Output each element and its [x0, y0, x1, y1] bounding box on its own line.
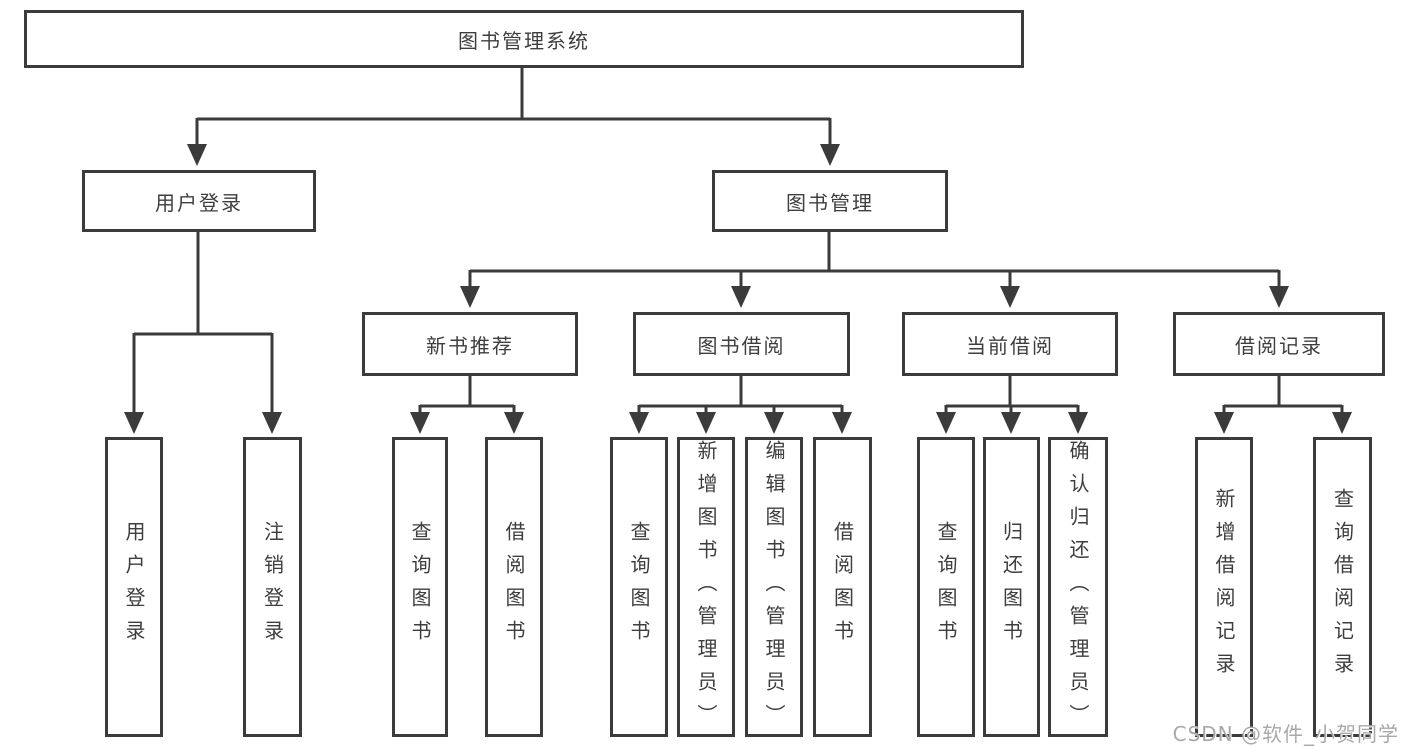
arrowhead-icon [764, 412, 784, 434]
connector-userlogin-to-leaves [124, 232, 282, 434]
arrowhead-icon [1000, 286, 1020, 308]
arrowhead-icon [1269, 286, 1289, 308]
leaf-user-logout: 注销登录 [243, 437, 302, 737]
node-book-borrow: 图书借阅 [633, 312, 850, 376]
leaf-recommend-borrow-book: 借阅图书 [485, 437, 543, 737]
arrowhead-icon [629, 412, 649, 434]
arrowhead-icon [187, 144, 207, 166]
connector-records-to-leaves [1214, 376, 1352, 434]
connector-recommend-to-leaves [410, 376, 524, 434]
leaf-borrow-add-book-admin: 新增图书（管理员） [677, 437, 735, 737]
leaf-records-query-record: 查询借阅记录 [1313, 437, 1372, 737]
node-root-system: 图书管理系统 [24, 10, 1024, 68]
node-new-book-recommend: 新书推荐 [362, 312, 578, 376]
leaf-borrow-edit-book-admin: 编辑图书（管理员） [745, 437, 803, 737]
arrowhead-icon [460, 286, 480, 308]
csdn-watermark: CSDN @软件_小贺同学 [1172, 722, 1399, 746]
arrowhead-icon [820, 144, 840, 166]
arrowhead-icon [1001, 412, 1021, 434]
arrowhead-icon [124, 412, 144, 434]
connector-root-to-level2 [187, 68, 840, 166]
connector-current-to-leaves [936, 376, 1088, 434]
arrowhead-icon [1214, 412, 1234, 434]
connector-bookmgmt-to-level3 [460, 232, 1289, 308]
leaf-current-confirm-return-admin: 确认归还（管理员） [1048, 437, 1108, 737]
leaf-current-query-book: 查询图书 [917, 437, 975, 737]
arrowhead-icon [731, 286, 751, 308]
arrowhead-icon [504, 412, 524, 434]
node-book-management: 图书管理 [712, 170, 948, 232]
arrowhead-icon [410, 412, 430, 434]
arrowhead-icon [1068, 412, 1088, 434]
leaf-records-add-record: 新增借阅记录 [1195, 437, 1253, 737]
connector-borrow-to-leaves [629, 376, 852, 434]
leaf-user-login: 用户登录 [105, 437, 163, 737]
node-borrow-records: 借阅记录 [1173, 312, 1385, 376]
arrowhead-icon [832, 412, 852, 434]
node-user-login-branch: 用户登录 [82, 170, 316, 232]
leaf-borrow-query-book: 查询图书 [610, 437, 668, 737]
arrowhead-icon [696, 412, 716, 434]
arrowhead-icon [262, 412, 282, 434]
arrowhead-icon [1332, 412, 1352, 434]
leaf-borrow-borrow-book: 借阅图书 [813, 437, 872, 737]
arrowhead-icon [936, 412, 956, 434]
node-current-borrow: 当前借阅 [902, 312, 1118, 376]
leaf-current-return-book: 归还图书 [983, 437, 1040, 737]
leaf-recommend-query-book: 查询图书 [392, 437, 448, 737]
